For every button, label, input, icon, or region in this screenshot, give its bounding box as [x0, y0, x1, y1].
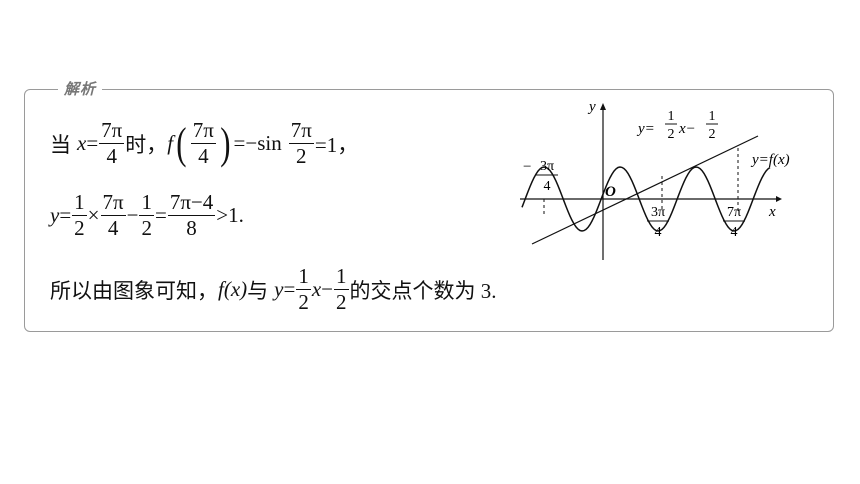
text: 所以由图象可知，: [50, 278, 218, 303]
denominator: 4: [544, 179, 551, 194]
numerator: 1: [139, 190, 154, 216]
text: >1.: [216, 203, 244, 227]
text: 与: [247, 278, 269, 303]
denominator: 2: [296, 144, 307, 168]
numerator: 7π: [100, 190, 126, 216]
x-axis-label: x: [768, 204, 776, 220]
numerator: 3π: [651, 205, 665, 220]
numerator: 7π: [190, 118, 216, 144]
fraction: 1 2: [334, 266, 349, 313]
fraction: 1 2: [296, 266, 311, 313]
denominator: 4: [198, 144, 209, 168]
text: =1，: [314, 132, 359, 157]
left-paren: (: [176, 118, 187, 168]
denominator: 4: [731, 225, 738, 240]
numerator: 3π: [540, 159, 554, 174]
solution-line-2: y = 1 2 × 7π 4 − 1 2 = 7π−4 8 >1.: [50, 192, 244, 239]
denominator: 2: [141, 216, 152, 240]
y-axis-label: y: [587, 99, 596, 115]
fraction: 7π 4: [99, 118, 125, 168]
minus-sign: −: [523, 159, 531, 175]
right-paren: ): [220, 118, 231, 168]
fraction: 7π−4 8: [167, 190, 216, 240]
var-y: y: [274, 277, 284, 301]
text: 当: [50, 132, 71, 157]
denominator: 2: [298, 290, 309, 314]
text: =−sin: [233, 131, 282, 155]
fraction: 1 2: [139, 192, 154, 239]
minus: −: [126, 203, 139, 227]
times: ×: [87, 203, 100, 227]
line-label-prefix: y=: [636, 121, 655, 137]
function-graph: y x O y= 1 2 x− 1 2 y=f(x) − 3π 4 3π 4 7…: [520, 99, 790, 260]
solution-line-3: 所以由图象可知， f(x) 与 y = 1 2 x − 1 2 的交点个数为 3…: [50, 266, 497, 313]
origin-label: O: [605, 184, 616, 200]
solution-line-1: 当 x = 7π 4 时， f ( 7π 4 ) =−sin 7π 2 =1，: [50, 120, 358, 167]
numerator: 7π−4: [167, 190, 216, 216]
denominator: 2: [336, 290, 347, 314]
var-x: x: [77, 131, 87, 155]
x-axis-arrow-icon: [776, 196, 782, 202]
equals: =: [283, 277, 296, 301]
line-label-mid: x−: [678, 121, 696, 137]
denominator: 4: [106, 144, 117, 168]
numerator: 7π: [727, 205, 741, 220]
denominator: 2: [668, 127, 675, 142]
text: 时，: [125, 132, 168, 157]
var-x: x: [311, 277, 322, 301]
fraction: 7π 4: [100, 190, 126, 240]
equals: =: [59, 203, 72, 227]
section-tag: 解析: [58, 79, 103, 99]
minus: −: [321, 277, 333, 301]
equals: =: [86, 131, 99, 155]
numerator: 7π: [288, 118, 314, 144]
curve-fx: [521, 166, 771, 232]
fraction: 7π 2: [288, 118, 314, 168]
analysis-panel: [24, 89, 834, 332]
numerator: 1: [72, 190, 87, 216]
text: 的交点个数为 3.: [349, 278, 497, 303]
var-y: y: [50, 203, 60, 227]
numerator: 1: [334, 264, 349, 290]
denominator: 4: [107, 216, 119, 240]
y-axis-arrow-icon: [600, 103, 606, 110]
func-fx: f(x): [218, 277, 248, 301]
fraction: 1 2: [72, 192, 87, 239]
equals: =: [154, 203, 167, 227]
numerator: 1: [296, 264, 311, 290]
denominator: 2: [709, 127, 716, 142]
numerator: 7π: [99, 118, 125, 144]
denominator: 2: [74, 216, 85, 240]
line-y-half-x-minus-half: [531, 135, 759, 245]
denominator: 4: [655, 225, 662, 240]
numerator: 1: [709, 109, 716, 124]
numerator: 1: [668, 109, 675, 124]
fraction: 7π 4: [190, 118, 216, 168]
func-f: f: [167, 131, 174, 155]
denominator: 8: [186, 216, 197, 240]
curve-label: y=f(x): [750, 152, 790, 168]
